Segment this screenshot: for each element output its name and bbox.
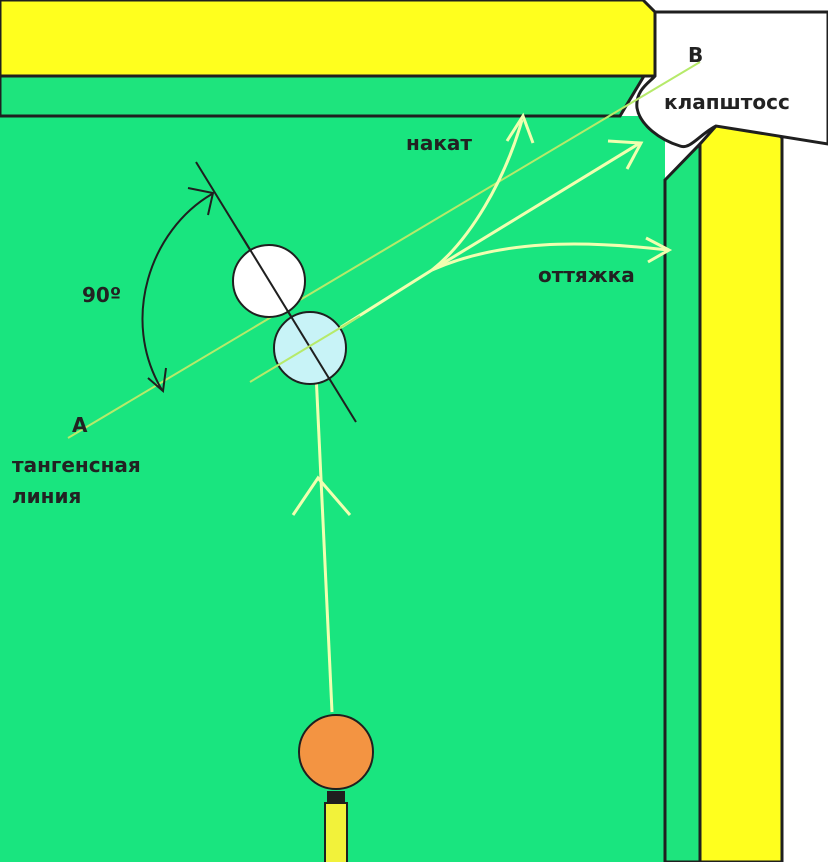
corner-pocket (635, 10, 828, 149)
label-tangent-line-1: тангенсная (12, 453, 141, 477)
top-rail-cushion (0, 74, 647, 118)
right-angle-arc (141, 193, 213, 391)
striker-path-arrow (291, 475, 352, 516)
label-angle: 90º (82, 283, 121, 307)
striker-path-line (313, 351, 334, 713)
label-kiss: клапштосс (664, 90, 790, 114)
follow-path-arrow (505, 112, 535, 144)
cue-tip (327, 791, 345, 803)
contact-axis-line-overlay (237, 229, 331, 381)
right-rail-wood (698, 124, 784, 862)
striker-ball (298, 714, 374, 790)
label-follow: накат (406, 131, 472, 155)
label-point-b: B (688, 43, 703, 67)
tangent-line (67, 61, 701, 439)
tangent-line-overlay (249, 315, 361, 383)
right-angle-arrow-bottom (147, 367, 167, 393)
cue-stick (324, 802, 348, 862)
right-angle-arrow-top (187, 187, 215, 216)
kiss-path-arrow (607, 139, 644, 170)
kiss-path (431, 141, 641, 272)
top-rail-wood (0, 0, 657, 78)
label-draw: оттяжка (538, 263, 635, 287)
follow-path (431, 119, 524, 272)
label-tangent-line-2: линия (12, 484, 81, 508)
right-rail-cushion (663, 140, 702, 862)
draw-path (431, 242, 669, 272)
label-point-a: A (72, 413, 88, 437)
draw-path-arrow (645, 236, 673, 264)
